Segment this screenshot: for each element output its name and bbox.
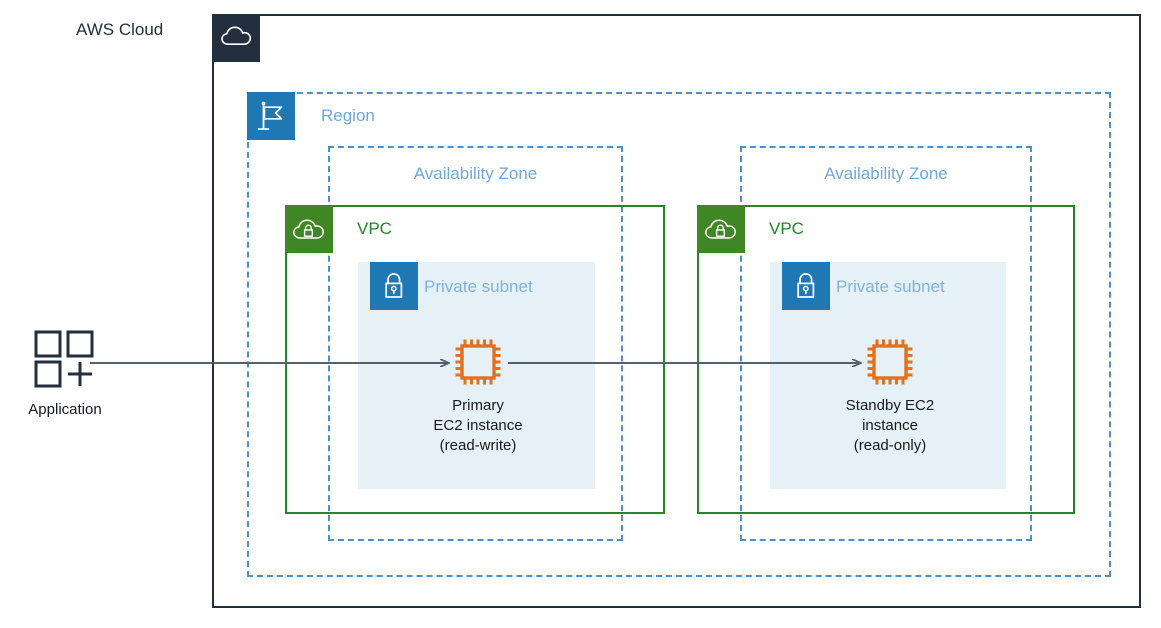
- availability-zone-2-label: Availability Zone: [824, 164, 948, 183]
- private-subnet-1-label: Private subnet: [424, 277, 533, 296]
- aws-cloud-label: AWS Cloud: [76, 20, 164, 39]
- primary-ec2-label: Primary EC2 instance (read-write): [433, 397, 523, 454]
- cloud-icon: [212, 14, 260, 62]
- private-subnet-2-label: Private subnet: [836, 277, 945, 296]
- ec2-instance-icon: [455, 339, 501, 385]
- availability-zone-1: [328, 146, 623, 541]
- padlock-icon: [782, 262, 830, 310]
- application-node: Application: [10, 330, 120, 420]
- aws-cloud-group: [212, 14, 1141, 608]
- vpc-label-2: VPC: [769, 219, 804, 238]
- availability-zone-2: [740, 146, 1032, 541]
- availability-zone-1-label: Availability Zone: [413, 164, 538, 183]
- region-group: [247, 92, 1111, 577]
- vpc-cloud-lock-icon: [697, 205, 745, 253]
- ec2-instance-icon: [867, 339, 913, 385]
- application-label: Application: [28, 401, 102, 418]
- padlock-icon: [370, 262, 418, 310]
- vpc-label-1: VPC: [357, 219, 392, 238]
- vpc-cloud-lock-icon: [285, 205, 333, 253]
- region-label: Region: [321, 106, 375, 125]
- standby-ec2-node: Standby EC2 instance (read-only): [815, 338, 965, 456]
- flag-icon: [247, 92, 295, 140]
- primary-ec2-node: Primary EC2 instance (read-write): [403, 338, 553, 456]
- standby-ec2-label: Standby EC2 instance (read-only): [845, 397, 935, 454]
- vpc-group-2: [697, 205, 1075, 514]
- vpc-group-1: [285, 205, 665, 514]
- application-squares-plus-icon: [34, 330, 94, 388]
